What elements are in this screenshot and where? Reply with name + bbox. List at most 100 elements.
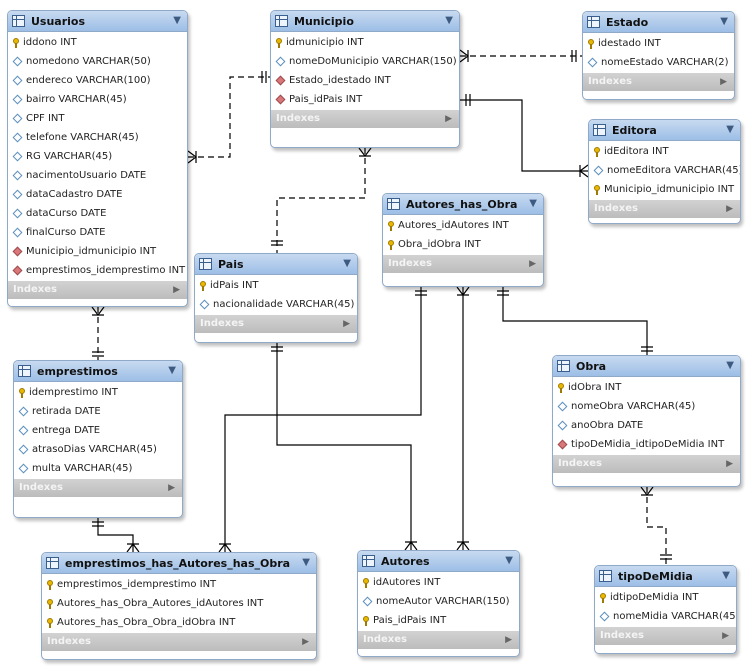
table-emprestimos-has-autores-has-obra[interactable]: emprestimos_has_Autores_has_Obra ▼ empre… bbox=[41, 552, 317, 660]
expand-arrow-icon[interactable]: ▶ bbox=[173, 285, 180, 295]
expand-arrow-icon[interactable]: ▶ bbox=[445, 114, 452, 124]
column-row[interactable]: entrega DATE bbox=[14, 421, 182, 440]
collapse-arrow-icon[interactable]: ▼ bbox=[168, 365, 176, 376]
column-row[interactable]: finalCurso DATE bbox=[8, 223, 187, 242]
table-pais[interactable]: Pais ▼ idPais INT nacionalidade VARCHAR(… bbox=[194, 253, 358, 343]
column-row[interactable]: endereco VARCHAR(100) bbox=[8, 71, 187, 90]
column-row[interactable]: telefone VARCHAR(45) bbox=[8, 128, 187, 147]
indexes-bar[interactable]: Indexes▶ bbox=[8, 281, 187, 299]
column-row[interactable]: idEditora INT bbox=[589, 142, 740, 161]
indexes-bar[interactable]: Indexes▶ bbox=[358, 631, 519, 649]
column-row[interactable]: nomedono VARCHAR(50) bbox=[8, 52, 187, 71]
column-row[interactable]: idemprestimo INT bbox=[14, 383, 182, 402]
table-usuarios[interactable]: Usuarios ▼ iddono INT nomedono VARCHAR(5… bbox=[7, 10, 188, 307]
collapse-arrow-icon[interactable]: ▼ bbox=[302, 557, 310, 568]
column-row[interactable]: nomeEditora VARCHAR(45) bbox=[589, 161, 740, 180]
column-row[interactable]: dataCadastro DATE bbox=[8, 185, 187, 204]
table-header[interactable]: Autores ▼ bbox=[358, 551, 519, 572]
column-row[interactable]: multa VARCHAR(45) bbox=[14, 459, 182, 478]
column-row[interactable]: idestado INT bbox=[583, 34, 734, 53]
table-editora[interactable]: Editora ▼ idEditora INT nomeEditora VARC… bbox=[588, 119, 741, 224]
table-header[interactable]: emprestimos_has_Autores_has_Obra ▼ bbox=[42, 553, 316, 574]
collapse-arrow-icon[interactable]: ▼ bbox=[726, 124, 734, 135]
table-header[interactable]: Pais ▼ bbox=[195, 254, 357, 275]
column-row[interactable]: nomeEstado VARCHAR(2) bbox=[583, 53, 734, 72]
column-row[interactable]: CPF INT bbox=[8, 109, 187, 128]
column-row[interactable]: Obra_idObra INT bbox=[383, 235, 543, 254]
collapse-arrow-icon[interactable]: ▼ bbox=[722, 570, 730, 581]
column-row[interactable]: emprestimos_idemprestimo INT bbox=[8, 261, 187, 280]
collapse-arrow-icon[interactable]: ▼ bbox=[445, 15, 453, 26]
column-row[interactable]: idtipoDeMidia INT bbox=[595, 588, 736, 607]
collapse-arrow-icon[interactable]: ▼ bbox=[726, 360, 734, 371]
table-estado[interactable]: Estado ▼ idestado INT nomeEstado VARCHAR… bbox=[582, 11, 735, 100]
indexes-bar[interactable]: Indexes▶ bbox=[595, 627, 736, 645]
collapse-arrow-icon[interactable]: ▼ bbox=[505, 555, 513, 566]
table-header[interactable]: tipoDeMidia ▼ bbox=[595, 566, 736, 587]
expand-arrow-icon[interactable]: ▶ bbox=[722, 631, 729, 641]
indexes-bar[interactable]: Indexes▶ bbox=[42, 633, 316, 651]
table-header[interactable]: Municipio ▼ bbox=[271, 11, 459, 32]
table-header[interactable]: Autores_has_Obra ▼ bbox=[383, 194, 543, 215]
collapse-arrow-icon[interactable]: ▼ bbox=[720, 16, 728, 27]
column-row[interactable]: nomeMidia VARCHAR(45) bbox=[595, 607, 736, 626]
collapse-arrow-icon[interactable]: ▼ bbox=[529, 198, 537, 209]
expand-arrow-icon[interactable]: ▶ bbox=[505, 635, 512, 645]
column-label: idestado INT bbox=[598, 38, 661, 49]
table-tipodemidia[interactable]: tipoDeMidia ▼ idtipoDeMidia INT nomeMidi… bbox=[594, 565, 737, 654]
table-autores[interactable]: Autores ▼ idAutores INT nomeAutor VARCHA… bbox=[357, 550, 520, 657]
column-row[interactable]: dataCurso DATE bbox=[8, 204, 187, 223]
column-row[interactable]: anoObra DATE bbox=[553, 416, 740, 435]
column-row[interactable]: nomeAutor VARCHAR(150) bbox=[358, 592, 519, 611]
table-header[interactable]: Editora ▼ bbox=[589, 120, 740, 141]
column-row[interactable]: tipoDeMidia_idtipoDeMidia INT bbox=[553, 435, 740, 454]
expand-arrow-icon[interactable]: ▶ bbox=[168, 483, 175, 493]
table-municipio[interactable]: Municipio ▼ idmunicipio INT nomeDoMunici… bbox=[270, 10, 460, 148]
indexes-bar[interactable]: Indexes▶ bbox=[383, 255, 543, 273]
column-row[interactable]: nacionalidade VARCHAR(45) bbox=[195, 295, 357, 314]
table-emprestimos[interactable]: emprestimos ▼ idemprestimo INT retirada … bbox=[13, 360, 183, 518]
expand-arrow-icon[interactable]: ▶ bbox=[726, 204, 733, 214]
column-row[interactable]: iddono INT bbox=[8, 33, 187, 52]
column-row[interactable]: Autores_has_Obra_Obra_idObra INT bbox=[42, 613, 316, 632]
column-row[interactable]: Pais_idPais INT bbox=[358, 611, 519, 630]
expand-arrow-icon[interactable]: ▶ bbox=[343, 319, 350, 329]
column-row[interactable]: bairro VARCHAR(45) bbox=[8, 90, 187, 109]
indexes-bar[interactable]: Indexes▶ bbox=[553, 455, 740, 473]
column-row[interactable]: Municipio_idmunicipio INT bbox=[8, 242, 187, 261]
indexes-bar[interactable]: Indexes▶ bbox=[271, 110, 459, 128]
table-header[interactable]: Obra ▼ bbox=[553, 356, 740, 377]
column-row[interactable]: Autores_idAutores INT bbox=[383, 216, 543, 235]
key-icon bbox=[19, 387, 25, 398]
table-obra[interactable]: Obra ▼ idObra INT nomeObra VARCHAR(45) a… bbox=[552, 355, 741, 487]
table-header[interactable]: Estado ▼ bbox=[583, 12, 734, 33]
expand-arrow-icon[interactable]: ▶ bbox=[726, 459, 733, 469]
expand-arrow-icon[interactable]: ▶ bbox=[720, 77, 727, 87]
column-row[interactable]: retirada DATE bbox=[14, 402, 182, 421]
column-row[interactable]: idObra INT bbox=[553, 378, 740, 397]
column-row[interactable]: idAutores INT bbox=[358, 573, 519, 592]
column-row[interactable]: nomeObra VARCHAR(45) bbox=[553, 397, 740, 416]
column-row[interactable]: emprestimos_idemprestimo INT bbox=[42, 575, 316, 594]
column-row[interactable]: idPais INT bbox=[195, 276, 357, 295]
indexes-bar[interactable]: Indexes▶ bbox=[589, 200, 740, 218]
column-row[interactable]: Autores_has_Obra_Autores_idAutores INT bbox=[42, 594, 316, 613]
expand-arrow-icon[interactable]: ▶ bbox=[529, 259, 536, 269]
indexes-bar[interactable]: Indexes▶ bbox=[583, 73, 734, 91]
collapse-arrow-icon[interactable]: ▼ bbox=[343, 258, 351, 269]
table-header[interactable]: Usuarios ▼ bbox=[8, 11, 187, 32]
column-row[interactable]: Pais_idPais INT bbox=[271, 90, 459, 109]
column-row[interactable]: RG VARCHAR(45) bbox=[8, 147, 187, 166]
expand-arrow-icon[interactable]: ▶ bbox=[302, 637, 309, 647]
table-autores-has-obra[interactable]: Autores_has_Obra ▼ Autores_idAutores INT… bbox=[382, 193, 544, 287]
collapse-arrow-icon[interactable]: ▼ bbox=[173, 15, 181, 26]
column-row[interactable]: Municipio_idmunicipio INT bbox=[589, 180, 740, 199]
column-row[interactable]: nacimentoUsuario DATE bbox=[8, 166, 187, 185]
column-row[interactable]: Estado_idestado INT bbox=[271, 71, 459, 90]
column-row[interactable]: nomeDoMunicipio VARCHAR(150) bbox=[271, 52, 459, 71]
table-header[interactable]: emprestimos ▼ bbox=[14, 361, 182, 382]
column-row[interactable]: idmunicipio INT bbox=[271, 33, 459, 52]
indexes-bar[interactable]: Indexes▶ bbox=[195, 315, 357, 333]
indexes-bar[interactable]: Indexes▶ bbox=[14, 479, 182, 497]
column-row[interactable]: atrasoDias VARCHAR(45) bbox=[14, 440, 182, 459]
